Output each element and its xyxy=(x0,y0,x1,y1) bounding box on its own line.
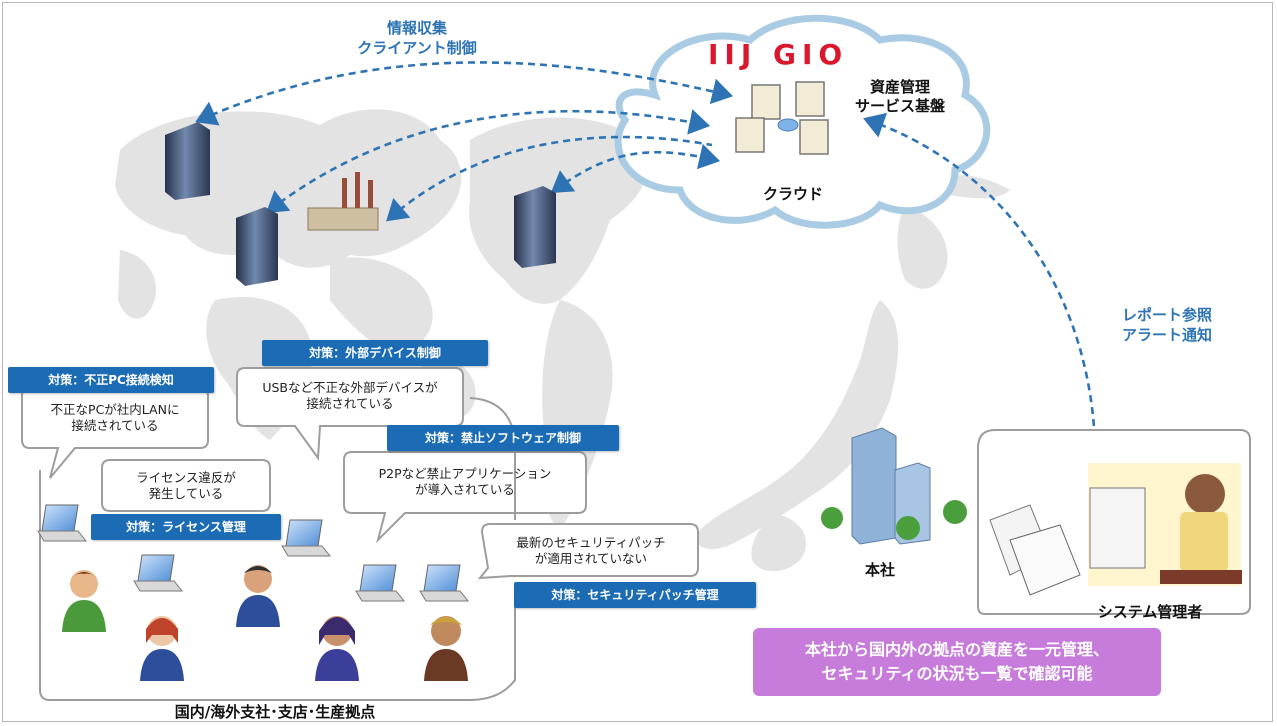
flow-arrows xyxy=(195,61,1108,451)
speech-bubbles xyxy=(21,367,699,580)
headquarters-building-icon xyxy=(821,427,967,545)
summary-line-1: 本社から国内外の拠点の資産を一元管理、 xyxy=(804,640,1109,659)
iij-gio-logo: IIJ GIO xyxy=(708,38,849,71)
service-label-line-2: サービス基盤 xyxy=(854,97,945,115)
server-cluster-icon xyxy=(735,81,829,155)
bubble-line: ライセンス違反が xyxy=(136,470,236,485)
measure-tag-software-control: 対策：禁止ソフトウェア制御 xyxy=(387,425,619,451)
bubble-line: 発生している xyxy=(148,486,224,501)
user-people-icons xyxy=(62,565,468,681)
bubble-line: 不正なPCが社内LANに xyxy=(50,402,180,417)
bubble-license: ライセンス違反が 発生している xyxy=(104,470,268,502)
admin-workstation-icon xyxy=(1088,463,1242,586)
documents-icon xyxy=(989,504,1081,596)
bubble-line: USBなど不正な外部デバイスが xyxy=(262,380,438,395)
summary-box: 本社から国内外の拠点の資産を一元管理、 セキュリティの状況も一覧で確認可能 xyxy=(753,628,1161,696)
bubble-unauthorized-pc: 不正なPCが社内LANに 接続されている xyxy=(24,402,206,434)
system-admin-label: システム管理者 xyxy=(1097,603,1203,621)
bubble-software-control: P2Pなど禁止アプリケーション が導入されている xyxy=(346,466,584,498)
collect-label-line-2: クライアント制御 xyxy=(357,39,477,57)
collect-control-label: 情報収集 クライアント制御 xyxy=(332,18,502,58)
laptop-icons xyxy=(37,504,470,602)
service-platform-label: 資産管理 サービス基盤 xyxy=(845,78,955,116)
collect-label-line-1: 情報収集 xyxy=(386,19,447,37)
bubble-line: 最新のセキュリティパッチ xyxy=(516,535,666,550)
bubble-line: 接続されている xyxy=(71,418,159,433)
measure-tag-unauthorized-pc: 対策：不正PC接続検知 xyxy=(8,367,214,393)
bubble-line: が導入されている xyxy=(415,482,515,497)
bubble-line: が適用されていない xyxy=(534,551,648,566)
bubble-device-control: USBなど不正な外部デバイスが 接続されている xyxy=(238,380,462,412)
bubble-security-patch: 最新のセキュリティパッチ が適用されていない xyxy=(486,535,696,567)
cloud-label: クラウド xyxy=(762,185,823,203)
report-alert-label: レポート参照 アラート通知 xyxy=(1102,305,1232,345)
measure-tag-security-patch: 対策：セキュリティパッチ管理 xyxy=(514,582,756,608)
service-label-line-1: 資産管理 xyxy=(869,78,930,96)
bubble-line: 接続されている xyxy=(306,396,394,411)
headquarters-label: 本社 xyxy=(864,561,895,579)
branches-label: 国内/海外支社･支店･生産拠点 xyxy=(125,704,425,721)
bubble-line: P2Pなど禁止アプリケーション xyxy=(378,466,552,481)
measure-tag-device-control: 対策：外部デバイス制御 xyxy=(262,340,488,366)
summary-line-2: セキュリティの状況も一覧で確認可能 xyxy=(821,664,1093,683)
report-label-line-2: アラート通知 xyxy=(1121,326,1212,344)
report-label-line-1: レポート参照 xyxy=(1121,306,1212,324)
datacenter-building-icon xyxy=(165,122,556,286)
measure-tag-license: 対策：ライセンス管理 xyxy=(91,514,281,540)
branch-area-outline xyxy=(39,470,516,701)
factory-icon xyxy=(307,172,379,231)
